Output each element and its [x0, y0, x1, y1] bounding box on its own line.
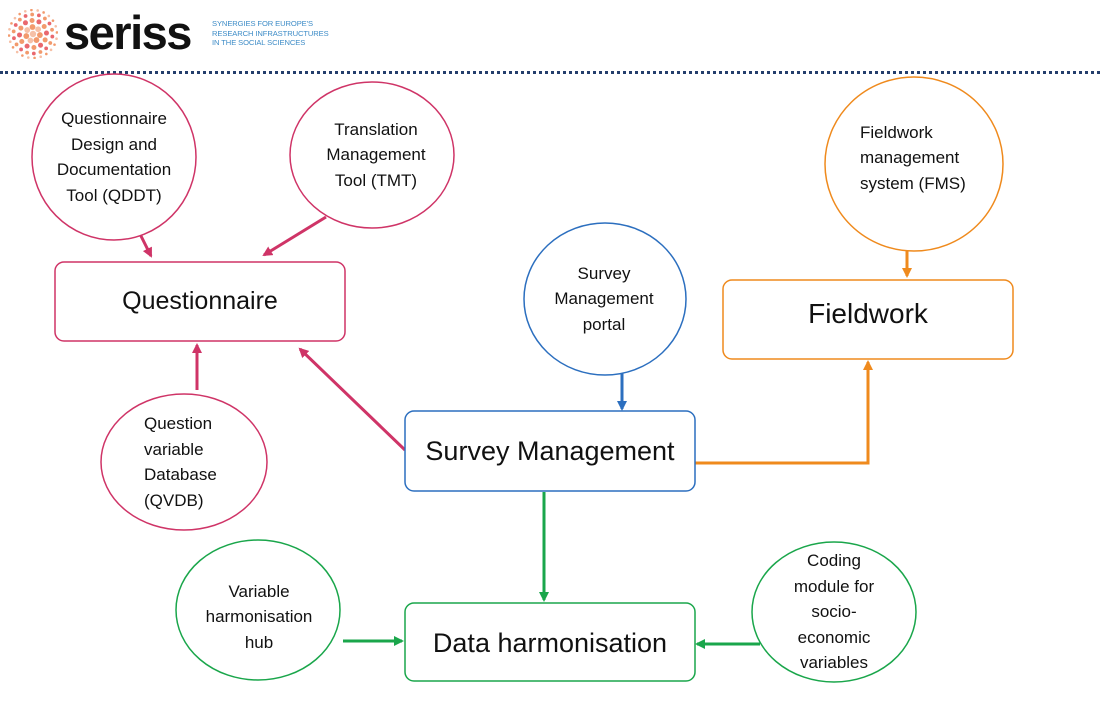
arrow-survey-management-to-fieldwork [695, 360, 873, 465]
fms-label: Fieldwork management system (FMS) [860, 122, 966, 193]
logo-dot-61 [8, 28, 11, 31]
tmt-label: Translation Management Tool (TMT) [326, 119, 426, 190]
qvdb-label: Question variable Database (QVDB) [144, 414, 217, 510]
logo-dot-6 [35, 26, 42, 33]
box-questionnaire [54, 261, 346, 342]
survey-management-label: Survey Management [425, 435, 675, 466]
logo-dot-30 [50, 34, 55, 39]
circle-fms [824, 76, 1004, 252]
logo-dot-58 [11, 46, 15, 49]
logo-dot-39 [13, 16, 17, 20]
logo-dot-4 [24, 27, 31, 33]
logo-dot-9 [19, 39, 25, 45]
coding-module-label: Coding module for socio- economic variab… [793, 551, 875, 673]
logo-dot-13 [29, 18, 35, 24]
circle-tmt [289, 81, 455, 229]
logo-dot-38 [10, 22, 13, 25]
qddt-label: Questionnaire Design and Documentation T… [56, 109, 172, 205]
seriss-logo-icon [8, 9, 58, 59]
logo-dot-50 [53, 43, 56, 46]
logo-dot-36 [19, 47, 23, 52]
logo-dot-24 [23, 14, 28, 18]
logo-dot-25 [30, 12, 35, 17]
logo-dot-47 [54, 24, 58, 28]
logo-dot-33 [38, 50, 43, 54]
logo-dot-18 [38, 42, 44, 48]
circle-survey-management-portal [523, 222, 687, 376]
arrow-survey-management-to-questionnaire [298, 347, 407, 452]
logo-dot-48 [55, 31, 58, 34]
logo-dot-26 [36, 13, 41, 18]
logo-dot-20 [12, 36, 16, 41]
logo-dot-7 [37, 32, 43, 38]
logo-dot-34 [31, 51, 36, 56]
logo-dot-51 [49, 48, 53, 52]
logo-dot-21 [11, 29, 16, 34]
logo-dot-28 [47, 21, 52, 26]
logo-dot-55 [27, 56, 30, 59]
data-harmonisation-label: Data harmonisation [432, 627, 668, 658]
logo-dot-42 [30, 9, 33, 12]
logo-dot-49 [55, 37, 58, 40]
logo-dot-37 [14, 42, 19, 47]
logo-dot-5 [29, 24, 36, 30]
logo-dot-56 [21, 54, 24, 57]
survey-management-portal-label: Survey Management portal [554, 263, 654, 334]
fieldwork-label: Fieldwork [808, 298, 928, 329]
logo-dot-12 [22, 20, 28, 26]
logo-dot-29 [50, 27, 54, 32]
logo-dot-40 [18, 12, 21, 16]
box-survey-management [404, 410, 696, 492]
logo-dot-19 [31, 44, 37, 50]
logo-dot-57 [15, 50, 19, 54]
logo-dot-0 [29, 30, 37, 38]
logo-dot-27 [43, 16, 47, 21]
logo-dot-22 [13, 23, 18, 27]
circle-qddt [31, 73, 197, 241]
box-data-harmonisation [404, 602, 696, 682]
logo-dot-14 [36, 19, 42, 25]
logo-dot-54 [33, 56, 36, 59]
logo-dot-17 [42, 37, 48, 43]
logo-dot-8 [24, 43, 30, 49]
logo-dot-52 [45, 52, 48, 56]
logo-dot-46 [51, 19, 55, 22]
logo-dot-23 [17, 17, 22, 22]
box-fieldwork [722, 279, 1014, 360]
logo-dot-41 [23, 9, 27, 13]
logo-dot-1 [33, 37, 40, 43]
logo-dot-10 [17, 32, 23, 38]
logo-dot-15 [41, 23, 47, 29]
logo-dot-3 [23, 33, 30, 39]
logo-dot-35 [25, 50, 30, 55]
logo-dot-45 [47, 14, 51, 18]
harmonisation-hub-label: Variable harmonisation hub [205, 581, 313, 652]
logo-dot-11 [18, 25, 24, 31]
questionnaire-label: Questionnaire [122, 287, 278, 315]
header-divider [0, 71, 1100, 74]
logo-dot-53 [39, 55, 43, 59]
logo-dot-60 [8, 34, 11, 37]
circle-coding-module [751, 541, 917, 683]
logo-dot-31 [48, 41, 53, 45]
header: seriss SYNERGIES FOR EUROPE'S RESEARCH I… [0, 0, 1100, 78]
logo-dot-44 [42, 11, 45, 14]
brand-name: seriss [64, 6, 192, 59]
circle-qvdb [100, 393, 268, 531]
logo-dot-43 [36, 9, 39, 12]
logo-dot-32 [44, 46, 49, 51]
logo-dot-2 [27, 37, 34, 44]
logo-dot-16 [43, 30, 49, 36]
logo-dot-59 [8, 40, 12, 44]
circle-harmonisation-hub [175, 539, 341, 681]
arrow-tmt-to-questionnaire [262, 215, 327, 257]
brand-tagline: SYNERGIES FOR EUROPE'S RESEARCH INFRASTR… [212, 19, 329, 48]
